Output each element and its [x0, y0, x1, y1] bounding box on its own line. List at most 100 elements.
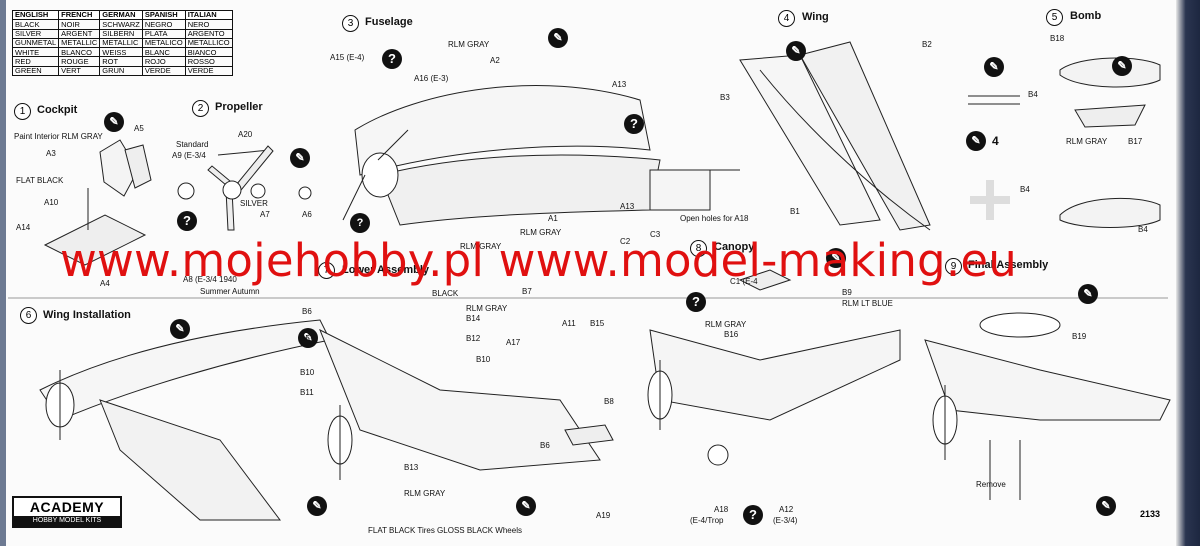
- color-label: FLAT BLACK: [16, 176, 64, 185]
- step-number: 8: [690, 240, 707, 257]
- part-label: B19: [1072, 332, 1087, 341]
- color-row: WHITE BLANCO WEISS BLANC BIANCO: [11, 47, 233, 58]
- lang-header: ITALIAN: [184, 9, 233, 21]
- step-title-cockpit: Cockpit: [37, 104, 78, 116]
- color-cell: VERDE: [141, 65, 186, 77]
- instruction-label: Remove: [976, 480, 1006, 489]
- paint-count: 4: [992, 134, 999, 148]
- part-label: A10: [44, 198, 59, 207]
- color-cell: METALLIC: [58, 37, 101, 49]
- paint-icon: ✎: [307, 496, 327, 516]
- part-label: B3: [720, 93, 730, 102]
- color-cell: GRUN: [99, 65, 143, 77]
- part-label: A7: [260, 210, 270, 219]
- variant-label: Standard: [176, 140, 209, 149]
- step-number: 9: [945, 258, 962, 275]
- part-label: C1 (E-4: [730, 277, 758, 286]
- logo-subtitle: HOBBY MODEL KITS: [14, 516, 120, 526]
- paint-icon: ✎: [548, 28, 568, 48]
- color-cell: ROUGE: [58, 56, 101, 67]
- color-row: SILVER ARGENT SILBERN PLATA ARGENTO: [11, 28, 233, 39]
- part-label: B10: [300, 368, 315, 377]
- variant-label: (E-3/4): [773, 516, 798, 525]
- variant-label: Summer Autumn: [200, 287, 260, 296]
- color-cell: METALICO: [141, 37, 186, 49]
- academy-logo: ACADEMY HOBBY MODEL KITS: [12, 496, 122, 528]
- question-icon: ?: [382, 49, 402, 69]
- part-label: B8: [604, 397, 614, 406]
- color-cell: WHITE: [11, 47, 60, 58]
- color-label: RLM GRAY: [404, 489, 446, 498]
- color-cell: VERDE: [184, 65, 233, 77]
- color-cell: ARGENTO: [184, 28, 233, 39]
- color-row: RED ROUGE ROT ROJO ROSSO: [11, 56, 233, 67]
- color-label: RLM LT BLUE: [842, 299, 893, 308]
- kit-number: 2133: [1140, 509, 1161, 519]
- step-title-lower-assembly: Lower Assembly: [342, 264, 430, 276]
- lang-header: FRENCH: [58, 9, 101, 21]
- color-row: BLACK NOIR SCHWARZ NEGRO NERO: [11, 19, 233, 30]
- lang-header: GERMAN: [99, 9, 143, 21]
- color-label: SILVER: [240, 199, 268, 208]
- color-cell: VERT: [58, 65, 101, 77]
- part-label: A9 (E-3/4: [172, 151, 206, 160]
- part-label: B4: [1028, 90, 1038, 99]
- color-cell: WEISS: [99, 47, 143, 58]
- step-number: 2: [192, 100, 209, 117]
- color-cell: RED: [11, 56, 60, 67]
- part-label: B4: [1020, 185, 1030, 194]
- part-label: A12: [779, 505, 794, 514]
- part-label: B15: [590, 319, 605, 328]
- paint-icon: ✎: [1078, 284, 1098, 304]
- step-title-final-assembly: Final Assembly: [968, 259, 1049, 271]
- color-cell: METALLICO: [184, 37, 233, 49]
- step-title-canopy: Canopy: [714, 241, 755, 253]
- color-label: RLM GRAY: [705, 320, 747, 329]
- part-label: A16 (E-3): [414, 74, 449, 83]
- step-number: 5: [1046, 9, 1063, 26]
- step-number: 1: [14, 103, 31, 120]
- part-label: A14: [16, 223, 31, 232]
- color-cell: BLANC: [141, 47, 186, 58]
- part-label: B14: [466, 314, 481, 323]
- part-label: A4: [100, 279, 110, 288]
- part-label: B13: [404, 463, 419, 472]
- part-label: A15 (E-4): [330, 53, 365, 62]
- color-cell: ROJO: [141, 56, 186, 67]
- part-label: B17: [1128, 137, 1143, 146]
- part-label: A13: [612, 80, 627, 89]
- part-label: A13: [620, 202, 635, 211]
- color-row: GUNMETAL METALLIC METALLIC METALICO META…: [11, 37, 233, 49]
- color-cell: NEGRO: [141, 19, 186, 30]
- color-chart: ENGLISH FRENCH GERMAN SPANISH ITALIAN BL…: [11, 9, 233, 77]
- remove-icon: ?: [350, 213, 370, 233]
- part-label: B5: [300, 334, 310, 343]
- lang-header: SPANISH: [141, 9, 186, 21]
- finish-note: FLAT BLACK Tires GLOSS BLACK Wheels: [368, 526, 522, 535]
- color-cell: METALLIC: [99, 37, 143, 49]
- part-label: B6: [302, 307, 312, 316]
- paint-icon: ✎: [298, 328, 318, 348]
- part-label: B6: [540, 441, 550, 450]
- part-label: B7: [522, 287, 532, 296]
- color-cell: ROSSO: [184, 56, 233, 67]
- lang-header: ENGLISH: [11, 9, 60, 21]
- part-label: B12: [466, 334, 481, 343]
- part-label: A18: [714, 505, 729, 514]
- color-cell: SILVER: [11, 28, 60, 39]
- part-label: A8 (E-3/4 1940: [183, 275, 237, 284]
- step-number: 6: [20, 307, 37, 324]
- watermark-text: www.mojehobby.pl www.model-making.eu: [60, 234, 1017, 287]
- part-label: A11: [562, 319, 576, 328]
- part-label: A1: [548, 214, 558, 223]
- part-label: B9: [842, 288, 852, 297]
- paint-icon: ✎: [170, 319, 190, 339]
- left-edge: [0, 0, 6, 546]
- paint-icon: ✎: [984, 57, 1004, 77]
- right-edge-background: [1176, 0, 1200, 546]
- color-cell: ARGENT: [58, 28, 101, 39]
- part-label: C2: [620, 237, 631, 246]
- color-label: RLM GRAY: [460, 242, 502, 251]
